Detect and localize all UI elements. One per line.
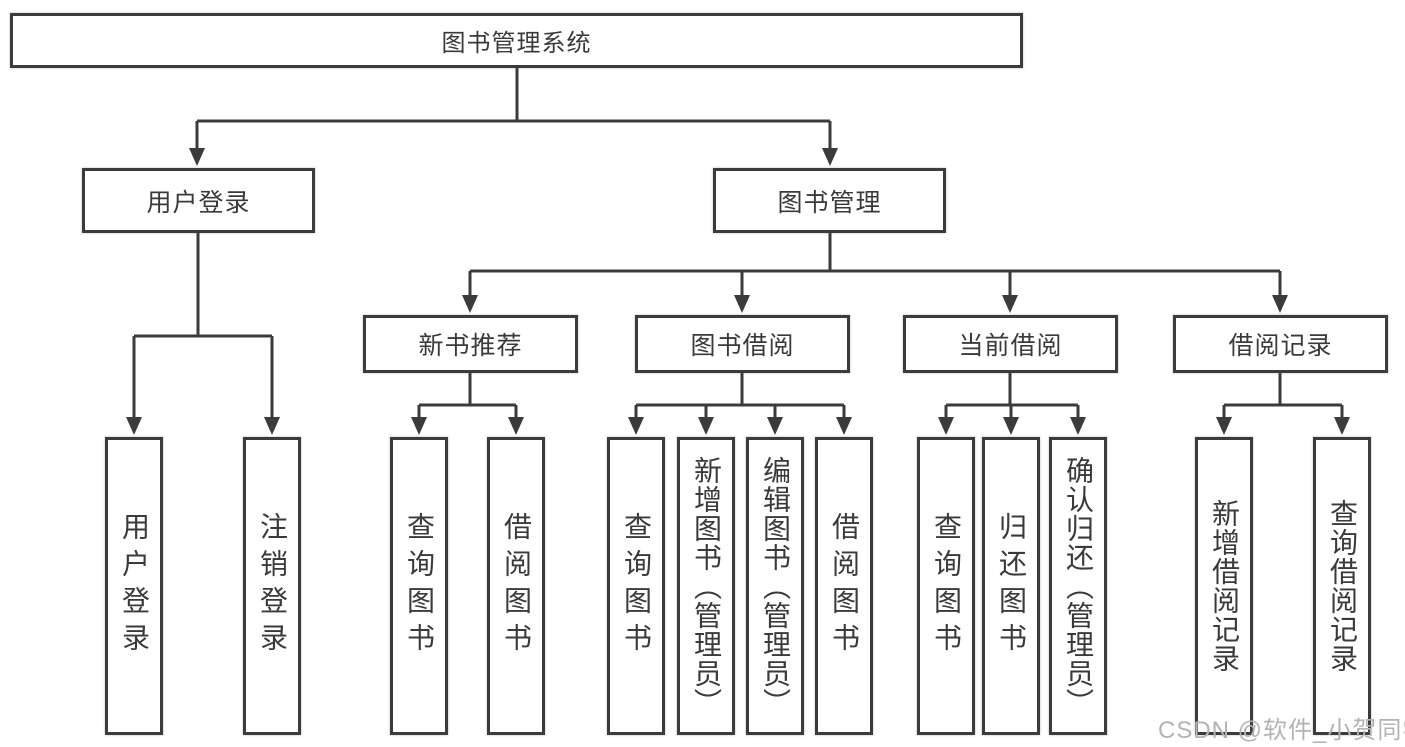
leaf-query-book-recommend-label: 查询图书 [404,512,435,660]
leaf-return-book-label: 归还图书 [996,512,1027,660]
leaf-edit-book-admin: 编辑图书（管理员） [746,437,804,735]
node-book-borrow-label: 图书借阅 [690,332,795,360]
node-borrow-records-label: 借阅记录 [1228,332,1333,360]
node-current-borrow: 当前借阅 [903,315,1118,373]
leaf-query-book-borrow-label: 查询图书 [621,512,652,660]
leaf-query-book-recommend: 查询图书 [390,437,448,735]
leaf-query-book-borrow: 查询图书 [607,437,665,735]
node-borrow-records: 借阅记录 [1173,315,1388,373]
node-new-book-recommend: 新书推荐 [363,315,578,373]
node-user-login-label: 用户登录 [146,188,251,217]
leaf-add-book-admin-label: 新增图书（管理员） [691,455,722,717]
leaf-borrow-book: 借阅图书 [815,437,873,735]
leaf-logout-label: 注销登录 [257,512,288,660]
node-current-borrow-label: 当前借阅 [958,332,1063,360]
node-user-login: 用户登录 [82,168,315,233]
node-book-borrow: 图书借阅 [635,315,850,373]
leaf-confirm-return-admin: 确认归还（管理员） [1049,437,1107,735]
leaf-query-book-current-label: 查询图书 [931,512,962,660]
leaf-borrow-book-recommend-label: 借阅图书 [501,512,532,660]
leaf-query-borrow-record-label: 查询借阅记录 [1327,499,1358,673]
leaf-add-borrow-record: 新增借阅记录 [1195,437,1253,735]
leaf-edit-book-admin-label: 编辑图书（管理员） [760,455,791,717]
node-new-book-recommend-label: 新书推荐 [418,332,523,360]
leaf-add-borrow-record-label: 新增借阅记录 [1209,499,1240,673]
leaf-query-book-current: 查询图书 [917,437,975,735]
leaf-return-book: 归还图书 [982,437,1040,735]
node-book-management-label: 图书管理 [777,188,882,217]
node-book-management: 图书管理 [713,168,946,233]
leaf-query-borrow-record: 查询借阅记录 [1313,437,1371,735]
leaf-add-book-admin: 新增图书（管理员） [677,437,735,735]
leaf-user-login: 用户登录 [105,437,163,735]
leaf-user-login-label: 用户登录 [119,512,150,660]
watermark: CSDN @软件_小贺同学 [1158,717,1405,744]
leaf-logout: 注销登录 [243,437,301,735]
leaf-borrow-book-label: 借阅图书 [829,512,860,660]
node-root-label: 图书管理系统 [441,30,592,57]
leaf-borrow-book-recommend: 借阅图书 [487,437,545,735]
leaf-confirm-return-admin-label: 确认归还（管理员） [1063,455,1094,717]
node-root: 图书管理系统 [10,13,1023,68]
